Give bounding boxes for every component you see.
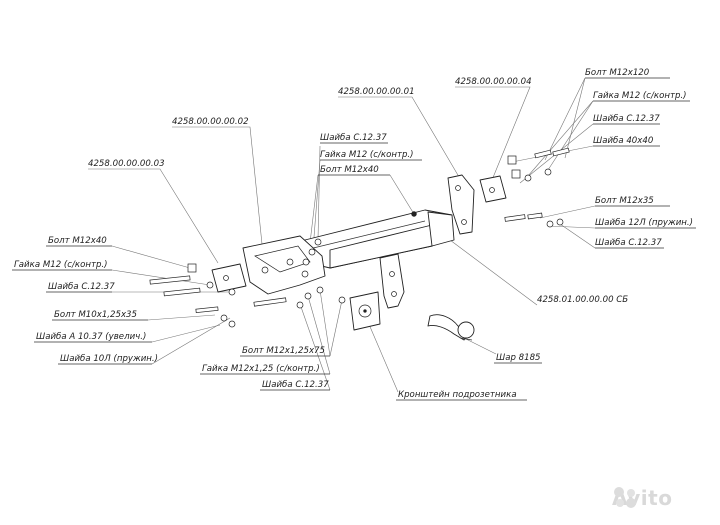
label-bolt-m12x40-top: Болт М12х40 [320, 165, 379, 175]
label-socket-bracket: Кронштейн подрозетника [398, 390, 517, 400]
main-crossbar [304, 209, 455, 269]
label-washer-10l: Шайба 10Л (пружин.) [60, 354, 158, 364]
label-bolt-m12x125x75: Болт М12х1,25х75 [242, 346, 325, 356]
labels: 4258.00.00.00.01 4258.00.00.00.04 4258.0… [12, 68, 696, 401]
label-bolt-m12x35: Болт М12х35 [595, 196, 654, 206]
label-washer-c1237-top-mid: Шайба С.12.37 [320, 133, 387, 143]
left-plate-03 [211, 263, 247, 293]
left-side-bracket-02 [242, 235, 326, 295]
label-washer-c1237-bottom: Шайба С.12.37 [262, 380, 329, 390]
leader-assembly [449, 239, 538, 306]
label-washer-c1237-left: Шайба С.12.37 [48, 282, 115, 292]
label-washer-c1237-right: Шайба С.12.37 [595, 238, 662, 248]
fasteners [149, 147, 570, 328]
leader-part-02 [172, 126, 263, 245]
label-part-02: 4258.00.00.00.02 [172, 117, 249, 127]
avito-dots-icon [614, 487, 636, 508]
label-bolt-m12x120: Болт М12х120 [585, 68, 650, 78]
label-part-03: 4258.00.00.00.03 [88, 159, 165, 169]
right-plate-04 [479, 175, 507, 203]
label-part-04: 4258.00.00.00.04 [455, 77, 532, 87]
label-bolt-m12x40-left: Болт М12х40 [48, 236, 107, 246]
label-assembly: 4258.01.00.00.00 СБ [537, 295, 628, 305]
watermark: Avito [612, 486, 672, 510]
socket-bracket [349, 291, 381, 331]
label-nut-m12-top-right: Гайка М12 (с/контр.) [593, 91, 687, 101]
leader-part-04 [455, 86, 531, 181]
label-ball-8185: Шар 8185 [496, 353, 541, 363]
leader-part-03 [88, 168, 219, 264]
label-part-01: 4258.00.00.00.01 [338, 87, 415, 97]
ball-mount-bracket [379, 253, 405, 309]
label-nut-m12-top-mid: Гайка М12 (с/контр.) [320, 150, 414, 160]
label-washer-a1037: Шайба А 10.37 (увелич.) [36, 332, 146, 342]
leader-part-01 [338, 96, 463, 183]
right-side-bracket-01 [447, 174, 475, 235]
tow-ball [427, 314, 475, 341]
label-washer-c1237-top-right: Шайба С.12.37 [593, 114, 660, 124]
label-washer-40x40: Шайба 40х40 [593, 136, 654, 146]
label-nut-m12x125: Гайка М12х1,25 (с/контр.) [202, 364, 320, 374]
label-bolt-m10x125x35: Болт М10х1,25х35 [54, 310, 137, 320]
label-nut-m12-left: Гайка М12 (с/контр.) [14, 260, 108, 270]
label-washer-12l: Шайба 12Л (пружин.) [595, 218, 693, 228]
